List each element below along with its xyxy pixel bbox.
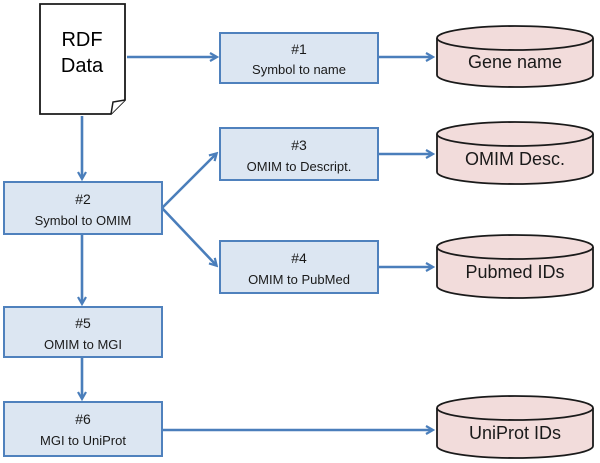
step-3-box: #3 OMIM to Descript. bbox=[219, 127, 379, 181]
step-2-label: Symbol to OMIM bbox=[35, 213, 132, 228]
document-line1: RDF bbox=[61, 29, 102, 51]
database-gene-name-label: Gene name bbox=[468, 52, 562, 72]
database-pubmed-ids-label: Pubmed IDs bbox=[465, 262, 564, 282]
database-omim-desc-label: OMIM Desc. bbox=[465, 149, 565, 169]
step-boxes: #1 Symbol to name #2 Symbol to OMIM #3 O… bbox=[3, 32, 379, 457]
arrows bbox=[82, 57, 432, 430]
database-gene-name: Gene name bbox=[436, 25, 594, 88]
step-6-label: MGI to UniProt bbox=[40, 433, 126, 448]
step-3-number: #3 bbox=[291, 137, 307, 153]
step-1-label: Symbol to name bbox=[252, 62, 346, 77]
step-2-number: #2 bbox=[75, 191, 91, 207]
step-4-box: #4 OMIM to PubMed bbox=[219, 240, 379, 294]
database-omim-desc: OMIM Desc. bbox=[436, 121, 594, 185]
arrow-step2-to-step4 bbox=[161, 207, 216, 265]
step-1-number: #1 bbox=[291, 41, 307, 57]
step-1-box: #1 Symbol to name bbox=[219, 32, 379, 84]
step-6-number: #6 bbox=[75, 411, 91, 427]
step-3-label: OMIM to Descript. bbox=[247, 159, 352, 174]
step-5-label: OMIM to MGI bbox=[44, 337, 122, 352]
step-5-number: #5 bbox=[75, 315, 91, 331]
step-2-box: #2 Symbol to OMIM bbox=[3, 181, 163, 235]
document-line2: Data bbox=[61, 55, 104, 77]
step-6-box: #6 MGI to UniProt bbox=[3, 401, 163, 457]
step-4-number: #4 bbox=[291, 250, 307, 266]
step-5-box: #5 OMIM to MGI bbox=[3, 306, 163, 358]
database-pubmed-ids: Pubmed IDs bbox=[436, 234, 594, 299]
database-uniprot-ids: UniProt IDs bbox=[436, 395, 594, 459]
database-uniprot-ids-label: UniProt IDs bbox=[469, 423, 561, 443]
rdf-data-document: RDF Data bbox=[39, 3, 126, 115]
output-databases: Gene name OMIM Desc. Pubmed IDs UniProt … bbox=[436, 25, 594, 459]
arrow-step2-to-step3 bbox=[161, 154, 216, 209]
document-fold bbox=[110, 99, 126, 115]
step-4-label: OMIM to PubMed bbox=[248, 272, 350, 287]
